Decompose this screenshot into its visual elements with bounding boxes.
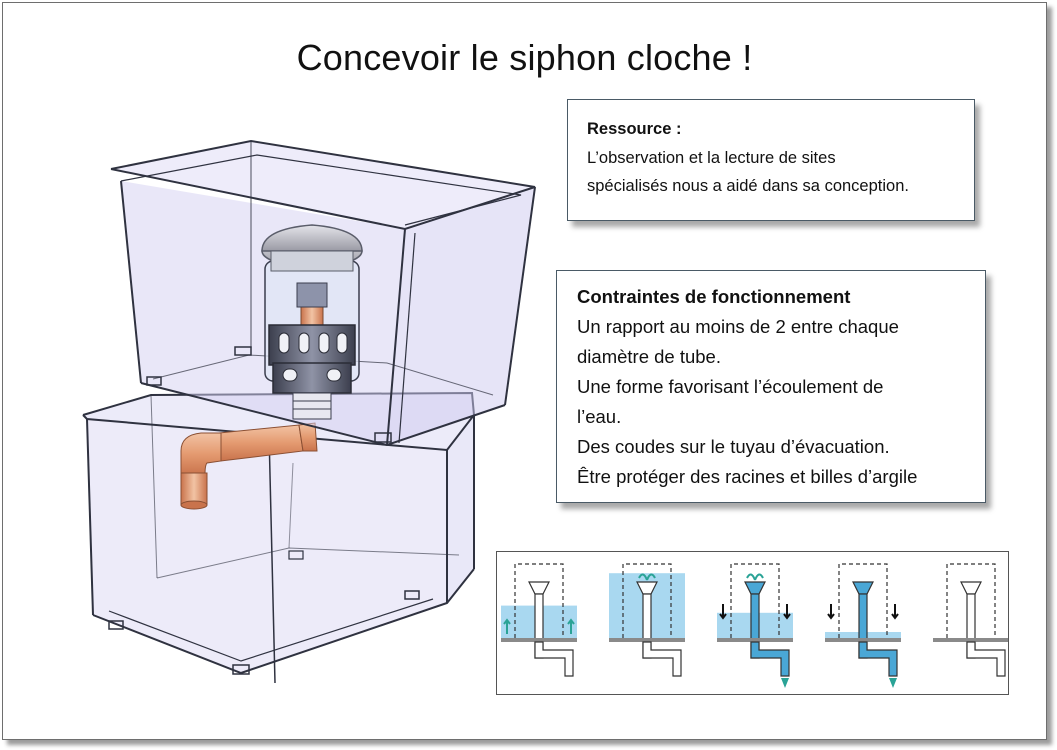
resource-line: spécialisés nous a aidé dans sa concepti… — [587, 177, 909, 195]
tank-floor — [609, 638, 685, 642]
drain-elbow — [534, 641, 574, 677]
fall-arrow — [891, 604, 899, 620]
siphon-step-5 — [933, 563, 1008, 677]
bell-siphon-render — [82, 139, 536, 684]
siphon-step-3 — [717, 563, 793, 688]
constraints-box: Contraintes de fonctionnement Un rapport… — [556, 270, 986, 503]
outflow-arrow — [889, 678, 897, 688]
tank-floor — [825, 638, 901, 642]
siphon-step-2 — [609, 563, 685, 677]
bell-outline — [622, 563, 672, 638]
constraints-heading: Contraintes de fonctionnement — [577, 286, 851, 307]
constraint-line: l’eau. — [577, 406, 622, 427]
constraint-line: diamètre de tube. — [577, 346, 721, 367]
constraint-line: Un rapport au moins de 2 entre chaque — [577, 316, 899, 337]
funnel — [528, 581, 550, 595]
drain-elbow — [642, 641, 682, 677]
constraint-line: Des coudes sur le tuyau d’évacuation. — [577, 436, 890, 457]
fall-arrow — [827, 604, 835, 620]
fall-arrow — [783, 604, 791, 620]
tank-floor — [933, 638, 1008, 642]
document-page: Concevoir le siphon cloche ! — [2, 2, 1047, 740]
resource-box: Ressource : L’observation et la lecture … — [567, 99, 975, 221]
outflow-arrow — [781, 678, 789, 688]
siphon-step-1 — [501, 563, 577, 677]
overflow-arrow — [646, 573, 656, 581]
bell-outline — [838, 563, 888, 638]
drain-elbow — [858, 641, 898, 677]
overflow-arrow — [638, 573, 648, 581]
funnel — [960, 581, 982, 595]
tank-floor — [501, 638, 577, 642]
funnel — [744, 581, 766, 595]
drain-elbow — [966, 641, 1006, 677]
tank-floor — [717, 638, 793, 642]
resource-line: L’observation et la lecture de sites — [587, 149, 836, 167]
constraint-line: Être protéger des racines et billes d’ar… — [577, 466, 918, 487]
drain-pipe — [180, 422, 318, 510]
constraint-line: Une forme favorisant l’écoulement de — [577, 376, 884, 397]
rise-arrow — [503, 618, 511, 634]
overflow-arrow — [754, 573, 764, 581]
siphon-steps-svg — [501, 563, 1008, 688]
overflow-arrow — [746, 573, 756, 581]
drain-elbow — [750, 641, 790, 677]
resource-heading: Ressource : — [587, 120, 682, 138]
siphon-steps-diagram — [496, 551, 1009, 695]
bell-outline — [514, 563, 564, 638]
fall-arrow — [719, 604, 727, 620]
rise-arrow — [567, 618, 575, 634]
bell-outline — [730, 563, 780, 638]
bell-outline — [946, 563, 996, 638]
page-title: Concevoir le siphon cloche ! — [296, 37, 753, 78]
funnel — [852, 581, 874, 595]
siphon-step-4 — [825, 563, 901, 688]
bell-siphon — [261, 224, 363, 420]
